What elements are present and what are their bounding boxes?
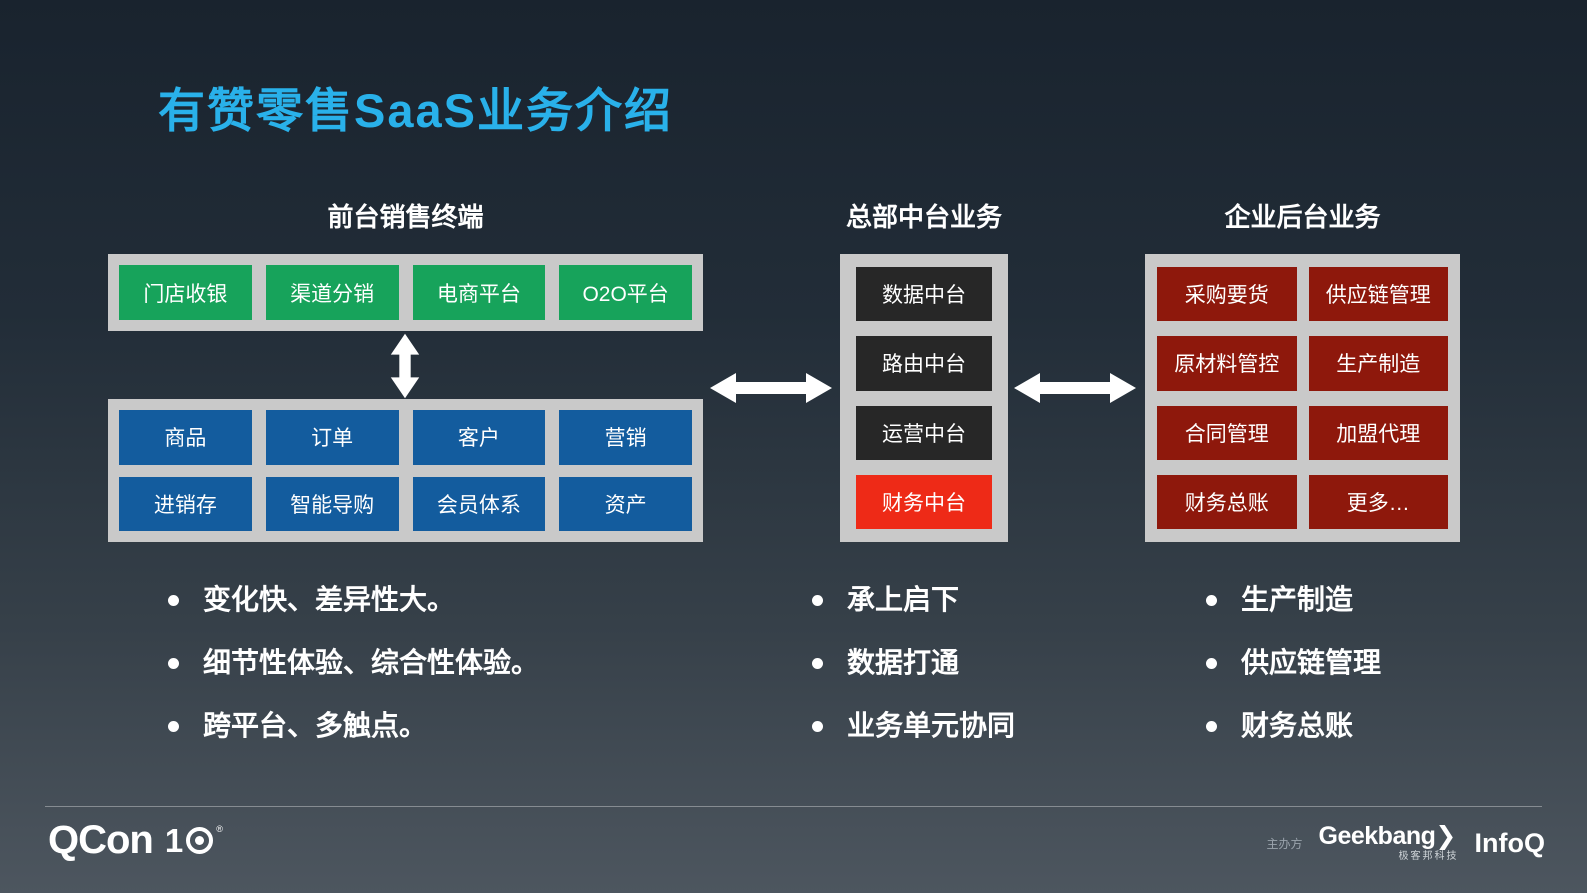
front-middle-double-arrow-icon	[710, 373, 832, 403]
record-circle-icon	[186, 827, 214, 854]
diagram-box-back-module: 合同管理	[1157, 405, 1297, 460]
list-item: 承上启下	[812, 582, 1152, 618]
bullet-dot-icon	[812, 721, 823, 732]
middle-bullet-list: 承上启下 数据打通 业务单元协同	[812, 582, 1152, 771]
diagram-box-module: 商品	[119, 410, 252, 465]
list-item: 跨平台、多触点。	[168, 708, 788, 744]
slide-title: 有赞零售SaaS业务介绍	[158, 84, 673, 137]
list-item: 数据打通	[812, 645, 1152, 681]
front-modules-group: 商品 订单 客户 营销 进销存 智能导购 会员体系 资产	[108, 399, 703, 542]
bullet-text: 变化快、差异性大。	[203, 584, 456, 615]
diagram-box-platform: 路由中台	[856, 336, 992, 391]
middle-column-header: 总部中台业务	[845, 202, 1002, 232]
front-bullet-list: 变化快、差异性大。 细节性体验、综合性体验。 跨平台、多触点。	[168, 582, 788, 771]
diagram-box-module: 智能导购	[265, 476, 399, 531]
diagram-box-back-module: 更多…	[1308, 474, 1448, 529]
bullet-dot-icon	[168, 658, 179, 669]
diagram-box-back-module: 供应链管理	[1308, 267, 1448, 322]
diagram-box-platform: 运营中台	[856, 405, 992, 460]
list-item: 业务单元协同	[812, 708, 1152, 744]
diagram-box-back-module: 财务总账	[1157, 474, 1297, 529]
footer-sponsors: 主办方 Geekbang❯ 极客邦科技 InfoQ	[1267, 824, 1546, 862]
bullet-text: 跨平台、多触点。	[203, 710, 428, 741]
bullet-text: 生产制造	[1241, 584, 1354, 615]
middle-back-double-arrow-icon	[1014, 373, 1136, 403]
diagram-box-terminal: 门店收银	[119, 265, 252, 320]
registered-mark: ®	[216, 823, 223, 834]
diagram-box-platform-finance: 财务中台	[856, 474, 992, 529]
bullet-text: 细节性体验、综合性体验。	[203, 647, 540, 678]
infoq-logo: InfoQ	[1474, 827, 1545, 858]
geekbang-chinese-label: 极客邦科技	[1398, 851, 1459, 862]
bullet-text: 供应链管理	[1241, 647, 1382, 678]
list-item: 生产制造	[1206, 582, 1546, 618]
list-item: 细节性体验、综合性体验。	[168, 645, 788, 681]
back-bullet-list: 生产制造 供应链管理 财务总账	[1206, 582, 1546, 771]
bullet-text: 承上启下	[847, 584, 960, 615]
middle-platforms-group: 数据中台 路由中台 运营中台 财务中台	[840, 254, 1008, 542]
organizer-label: 主办方	[1266, 836, 1303, 851]
diagram-box-module: 资产	[559, 476, 692, 531]
qcon-wordmark: QCon	[48, 818, 154, 862]
bullet-text: 财务总账	[1241, 710, 1354, 741]
list-item: 财务总账	[1206, 708, 1546, 744]
geekbang-wordmark: Geekbang❯	[1319, 824, 1459, 849]
bullet-dot-icon	[1206, 721, 1217, 732]
diagram-box-module: 会员体系	[412, 476, 546, 531]
diagram-box-terminal: O2O平台	[559, 265, 692, 320]
geekbang-logo: Geekbang❯ 极客邦科技	[1319, 824, 1459, 862]
bullet-dot-icon	[812, 595, 823, 606]
diagram-box-module: 客户	[412, 410, 546, 465]
bullet-dot-icon	[168, 595, 179, 606]
list-item: 供应链管理	[1206, 645, 1546, 681]
diagram-box-module: 营销	[559, 410, 692, 465]
chevron-right-icon: ❯	[1435, 822, 1456, 850]
bullet-dot-icon	[168, 721, 179, 732]
bullet-dot-icon	[1206, 595, 1217, 606]
front-column-header: 前台销售终端	[327, 202, 484, 232]
diagram-box-back-module: 采购要货	[1157, 267, 1297, 322]
diagram-box-module: 订单	[265, 410, 399, 465]
bullet-dot-icon	[1206, 658, 1217, 669]
footer-divider	[45, 806, 1542, 807]
bullet-text: 数据打通	[847, 647, 960, 678]
qcon-logo: QCon 1 ®	[48, 818, 223, 863]
diagram-box-back-module: 原材料管控	[1157, 336, 1297, 391]
bullet-dot-icon	[812, 658, 823, 669]
anniversary-digit: 1	[164, 821, 184, 859]
diagram-box-terminal: 电商平台	[412, 265, 546, 320]
diagram-box-platform: 数据中台	[856, 267, 992, 322]
back-column-header: 企业后台业务	[1224, 202, 1381, 232]
diagram-box-module: 进销存	[119, 476, 252, 531]
list-item: 变化快、差异性大。	[168, 582, 788, 618]
diagram-box-back-module: 生产制造	[1308, 336, 1448, 391]
diagram-box-back-module: 加盟代理	[1308, 405, 1448, 460]
front-terminals-group: 门店收银 渠道分销 电商平台 O2O平台	[108, 254, 703, 331]
qcon-10th-anniversary-badge: 1 ®	[165, 822, 223, 860]
bullet-text: 业务单元协同	[847, 710, 1016, 741]
vertical-double-arrow-icon	[390, 333, 420, 399]
diagram-box-terminal: 渠道分销	[265, 265, 399, 320]
geekbang-text: Geekbang	[1318, 822, 1436, 850]
back-modules-group: 采购要货 供应链管理 原材料管控 生产制造 合同管理 加盟代理 财务总账 更多…	[1145, 254, 1460, 542]
